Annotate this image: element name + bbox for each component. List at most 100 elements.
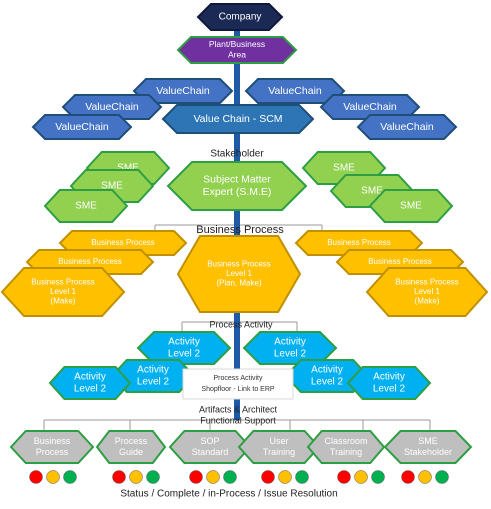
value-chain-node-6[interactable]: ValueChain <box>356 114 458 140</box>
artifact-node-2-label-2: Guide <box>119 447 143 457</box>
activity-node-4-label-2: Level 2 <box>311 377 344 388</box>
activity-node-6-label-1: Activity <box>373 372 405 383</box>
activity-node-6-shape <box>346 366 432 400</box>
activity-node-2-label-2: Level 2 <box>274 349 307 360</box>
activity-node-1-label-1: Activity <box>168 337 200 348</box>
value-chain-node-4[interactable]: ValueChain <box>319 94 421 120</box>
status-dot-3-red <box>189 470 203 484</box>
value-chain-scm-node-shape <box>161 104 315 134</box>
sme-node-6-shape <box>368 189 454 223</box>
status-dot-4-red <box>261 470 275 484</box>
sme-node-6[interactable]: SME <box>368 189 454 223</box>
status-caption: Status / Complete / in-Process / Issue R… <box>120 489 337 500</box>
value-chain-node-1-label-1: ValueChain <box>156 85 210 97</box>
stakeholder-label: Stakeholder <box>210 149 264 160</box>
business-process-level1-center-label-1: Business Process <box>207 260 271 269</box>
sme-node-5[interactable]: SME <box>43 189 129 223</box>
subject-matter-expert-node-label-1: Subject Matter <box>203 173 271 185</box>
business-process-level1-right-label-3: (Make) <box>415 297 440 306</box>
process-activity-label: Process Activity <box>209 319 273 329</box>
artifact-node-6-label-1: SME <box>418 436 438 446</box>
artifacts-label: Artifacts & Architect <box>199 404 278 414</box>
functional-support-label: Functional Support <box>200 415 276 425</box>
status-dot-4-yellow <box>278 470 292 484</box>
value-chain-scm-node[interactable]: Value Chain - SCM <box>161 104 315 134</box>
value-chain-node-6-label-1: ValueChain <box>380 121 434 133</box>
status-dot-3-green <box>223 470 237 484</box>
status-dot-6-red <box>401 470 415 484</box>
activity-node-4-label-1: Activity <box>311 365 343 376</box>
sme-node-1-label-1: SME <box>117 163 139 174</box>
business-process-label: Business Process <box>196 224 284 236</box>
status-dot-5-green <box>371 470 385 484</box>
status-dot-1-yellow <box>46 470 60 484</box>
value-chain-node-3[interactable]: ValueChain <box>61 94 163 120</box>
artifact-node-6-shape <box>383 430 473 464</box>
artifact-node-6-label-2: Stakeholder <box>404 447 452 457</box>
artifact-node-4-shape <box>237 430 321 464</box>
activity-node-6-label-2: Level 2 <box>373 384 406 395</box>
artifact-node-3-shape <box>168 430 252 464</box>
subject-matter-expert-node-label-2: Expert (S.M.E) <box>203 186 272 198</box>
artifact-node-2-shape <box>95 430 167 464</box>
shopfloor-note-line-2: Shopfloor - Link to ERP <box>201 386 274 393</box>
status-dot-6-green <box>435 470 449 484</box>
business-process-level1-left-label-1: Business Process <box>31 278 95 287</box>
status-dot-1-red <box>29 470 43 484</box>
value-chain-node-6-shape <box>356 114 458 140</box>
business-process-level1-right-label-2: Level 1 <box>414 287 440 296</box>
business-process-level1-left-label-3: (Make) <box>51 297 76 306</box>
company-node[interactable]: Company <box>196 3 284 31</box>
value-chain-node-1-shape <box>132 78 234 104</box>
business-process-node-2-label-1: Business Process <box>327 238 391 247</box>
value-chain-node-5-shape <box>31 114 133 140</box>
artifact-node-1-shape <box>9 430 95 464</box>
value-chain-node-2[interactable]: ValueChain <box>244 78 346 104</box>
artifact-node-5-label-1: Classroom <box>324 436 367 446</box>
value-chain-node-5[interactable]: ValueChain <box>31 114 133 140</box>
artifact-node-3-label-2: Standard <box>192 447 229 457</box>
artifact-node-2-label-1: Process <box>115 436 148 446</box>
status-dot-5-red <box>337 470 351 484</box>
business-process-node-3-label-1: Business Process <box>58 257 122 266</box>
activity-node-3-label-2: Level 2 <box>137 377 170 388</box>
activity-node-3-label-1: Activity <box>137 365 169 376</box>
business-process-level1-left-shape <box>0 267 126 317</box>
sme-node-6-label-1: SME <box>400 201 422 212</box>
business-process-level1-center-label-2: Level 1 <box>226 269 252 278</box>
plant-area-node-label-1: Plant/Business <box>209 39 265 49</box>
activity-node-2-label-1: Activity <box>274 337 306 348</box>
company-node-shape <box>196 3 284 31</box>
value-chain-node-1[interactable]: ValueChain <box>132 78 234 104</box>
status-dot-2-red <box>112 470 126 484</box>
company-node-label-1: Company <box>219 12 262 23</box>
shopfloor-note-line-1: Process Activity <box>213 375 263 382</box>
plant-area-node-shape <box>176 36 298 64</box>
business-process-level1-center-label-3: (Plan, Make) <box>216 279 262 288</box>
artifact-node-1-label-2: Process <box>36 447 69 457</box>
value-chain-node-3-label-1: ValueChain <box>85 101 139 113</box>
central-spine <box>234 28 240 420</box>
activity-node-1-shape <box>136 331 232 365</box>
sme-node-4-label-1: SME <box>361 186 383 197</box>
shopfloor-note-box <box>182 368 294 400</box>
subject-matter-expert-node-shape <box>166 161 308 211</box>
artifact-node-4-label-2: Training <box>263 447 295 457</box>
status-dot-2-yellow <box>129 470 143 484</box>
